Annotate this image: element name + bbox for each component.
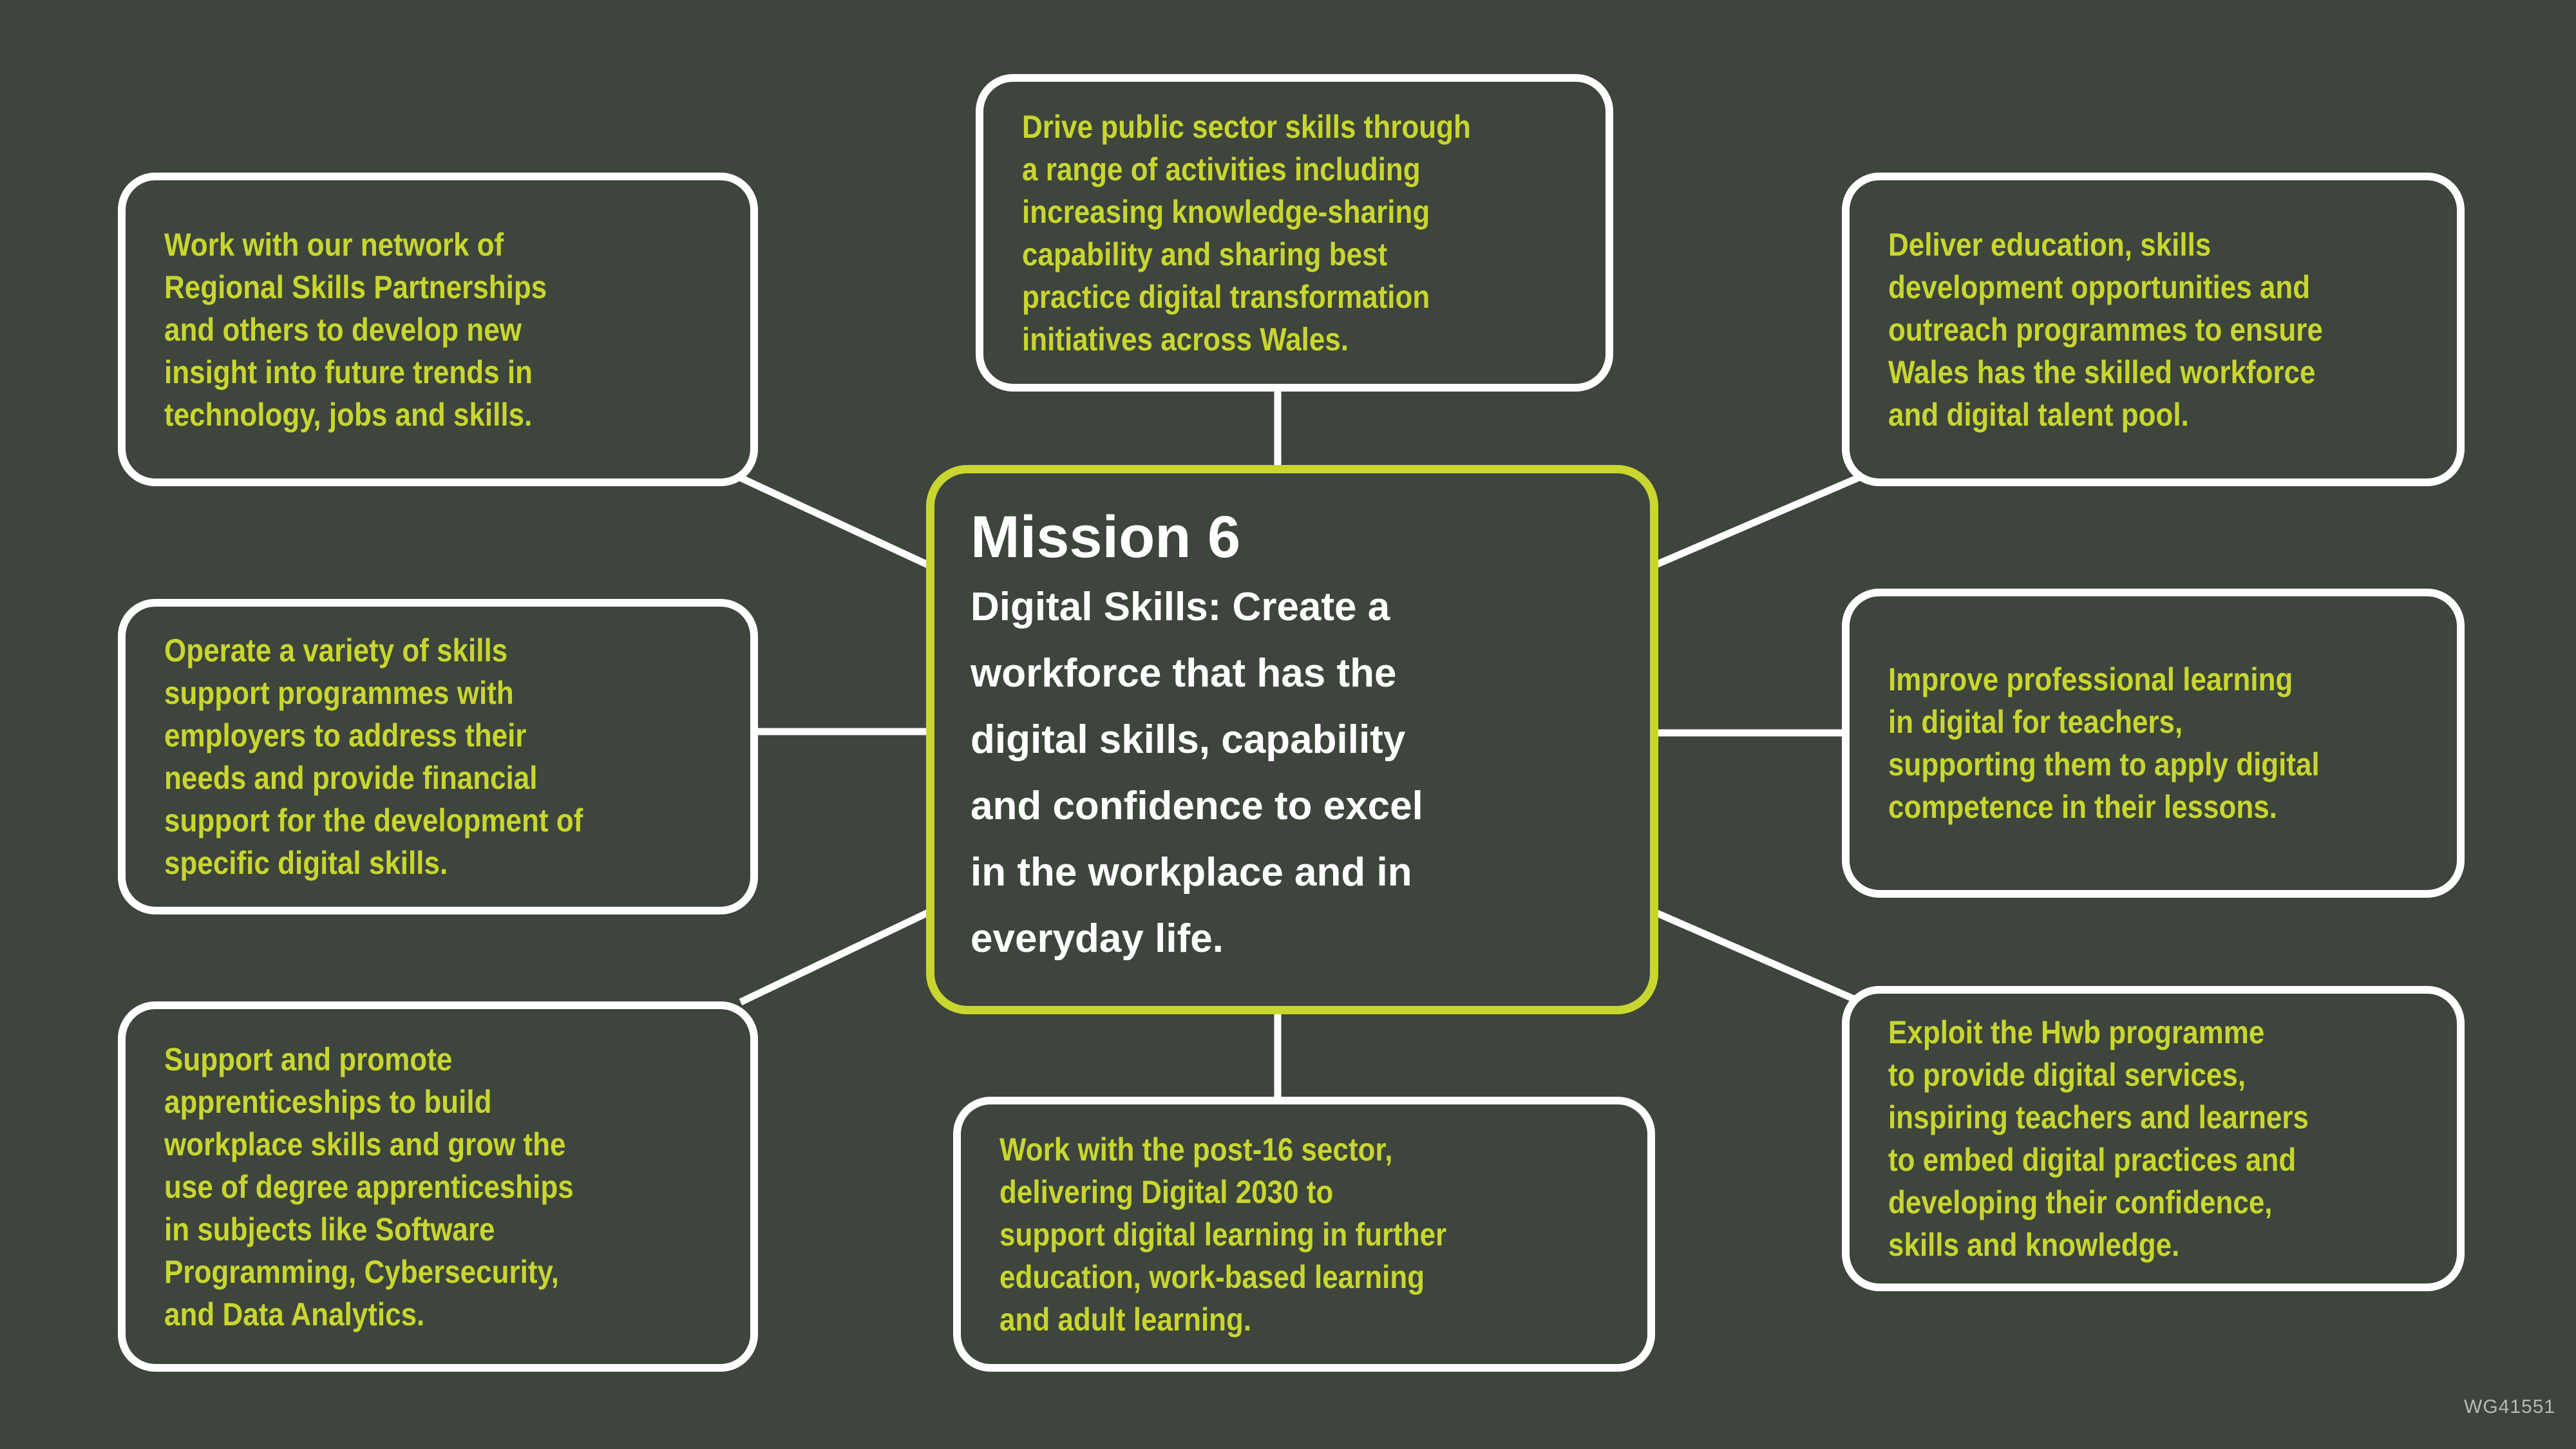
node-top-left: Work with our network of Regional Skills… — [118, 173, 758, 486]
node-bottom-right: Exploit the Hwb programme to provide dig… — [1842, 986, 2465, 1291]
node-bottom-center-text: Work with the post-16 sector, delivering… — [999, 1131, 1447, 1338]
node-middle-right: Improve professional learning in digital… — [1842, 589, 2465, 898]
node-middle-left: Operate a variety of skills support prog… — [118, 599, 758, 914]
node-top-left-text: Work with our network of Regional Skills… — [164, 226, 547, 433]
node-bottom-left-text: Support and promote apprenticeships to b… — [164, 1041, 574, 1332]
node-top-right: Deliver education, skills development op… — [1842, 173, 2465, 486]
mission-box: Mission 6 Digital Skills: Create a workf… — [926, 465, 1658, 1014]
node-bottom-right-text: Exploit the Hwb programme to provide dig… — [1888, 1014, 2309, 1263]
node-top-center: Drive public sector skills through a ran… — [976, 74, 1613, 392]
node-middle-left-text: Operate a variety of skills support prog… — [164, 632, 583, 881]
connector-bottom-left-diagonal — [739, 904, 942, 1005]
node-top-center-text: Drive public sector skills through a ran… — [1022, 108, 1471, 357]
node-bottom-left: Support and promote apprenticeships to b… — [118, 1001, 758, 1372]
connector-top-right-diagonal — [1640, 473, 1863, 574]
connector-top-left-diagonal — [739, 475, 942, 574]
mission-title: Mission 6 — [971, 504, 1241, 570]
mission-description: Digital Skills: Create a workforce that … — [971, 585, 1423, 961]
node-top-right-text: Deliver education, skills development op… — [1888, 226, 2323, 433]
watermark: WG41551 — [2464, 1396, 2556, 1417]
node-bottom-center: Work with the post-16 sector, delivering… — [953, 1097, 1655, 1372]
node-middle-right-text: Improve professional learning in digital… — [1888, 661, 2320, 825]
connector-bottom-right-diagonal — [1640, 903, 1863, 1006]
